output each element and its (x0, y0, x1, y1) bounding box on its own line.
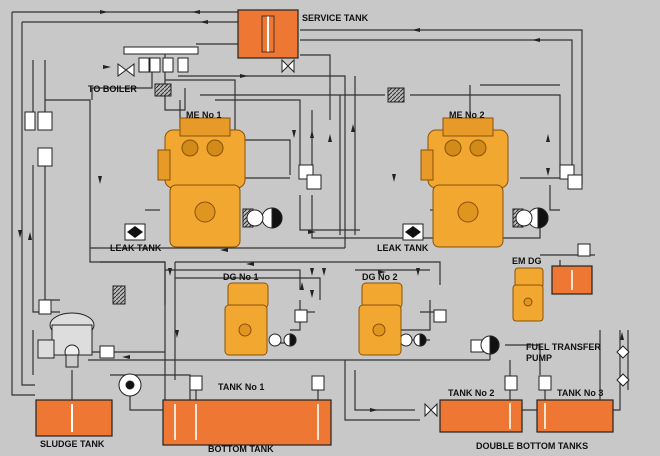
em-dg-engine[interactable] (512, 267, 544, 322)
valve-14[interactable] (294, 309, 308, 323)
leak-tank-symbols (124, 223, 424, 241)
em-dg-label: EM DG (512, 256, 542, 266)
valve-2[interactable] (149, 57, 161, 73)
tank-no-2[interactable] (439, 399, 523, 433)
leak-tank-2-label: LEAK TANK (377, 243, 429, 253)
valve-10[interactable] (38, 299, 52, 315)
valve-11[interactable] (99, 345, 115, 359)
bottom-tank[interactable] (162, 399, 332, 446)
tanks (35, 9, 614, 446)
duplex-filter-bottom[interactable] (37, 147, 53, 167)
to-boiler-label: TO BOILER (88, 84, 137, 94)
flow-arrows (18, 10, 624, 412)
valve-18[interactable] (577, 243, 591, 257)
globe-valves (117, 58, 630, 418)
dg2-engine[interactable] (358, 282, 403, 356)
valve-5[interactable] (24, 111, 36, 131)
pumps (118, 207, 549, 397)
me1-engine[interactable] (157, 117, 246, 248)
tank2-label: TANK No 2 (448, 388, 495, 398)
valve-17[interactable] (538, 375, 552, 391)
valve-9[interactable] (567, 174, 583, 190)
me1-label: ME No 1 (186, 110, 222, 120)
double-bottom-tanks-label: DOUBLE BOTTOM TANKS (476, 441, 589, 451)
dg1-engine[interactable] (224, 282, 269, 356)
tank-no-3[interactable] (536, 399, 614, 433)
me2-label: ME No 2 (449, 110, 485, 120)
valve-7[interactable] (306, 174, 322, 190)
valve-15[interactable] (433, 309, 447, 323)
heater-3[interactable] (112, 285, 126, 305)
valve-3[interactable] (162, 57, 174, 73)
valve-globe-1[interactable] (117, 63, 127, 77)
sludge-tank[interactable] (35, 399, 113, 437)
heater-1[interactable] (154, 83, 172, 97)
valve-4[interactable] (177, 57, 189, 73)
valve-13[interactable] (311, 375, 325, 391)
valve-1[interactable] (138, 57, 150, 73)
fuel-header-manifold (123, 46, 199, 55)
fuel-transfer-pump-label-1: FUEL TRANSFER (526, 342, 601, 352)
me2-engine[interactable] (420, 117, 509, 248)
bottom-tank-label: BOTTOM TANK (208, 444, 274, 454)
purifier (37, 312, 95, 368)
valve-16[interactable] (504, 375, 518, 391)
dg1-label: DG No 1 (223, 272, 259, 282)
sludge-tank-label: SLUDGE TANK (40, 439, 105, 449)
valves (24, 57, 591, 391)
dg2-label: DG No 2 (362, 272, 398, 282)
duplex-filter-top[interactable] (37, 111, 53, 131)
leak-tank-1-label: LEAK TANK (110, 243, 162, 253)
valve-12[interactable] (189, 375, 203, 391)
tank1-label: TANK No 1 (218, 382, 265, 392)
fuel-transfer-pump-label-2: PUMP (526, 353, 553, 363)
heater-2[interactable] (387, 87, 405, 103)
service-tank-label: SERVICE TANK (302, 13, 369, 23)
tank3-label: TANK No 3 (557, 388, 604, 398)
